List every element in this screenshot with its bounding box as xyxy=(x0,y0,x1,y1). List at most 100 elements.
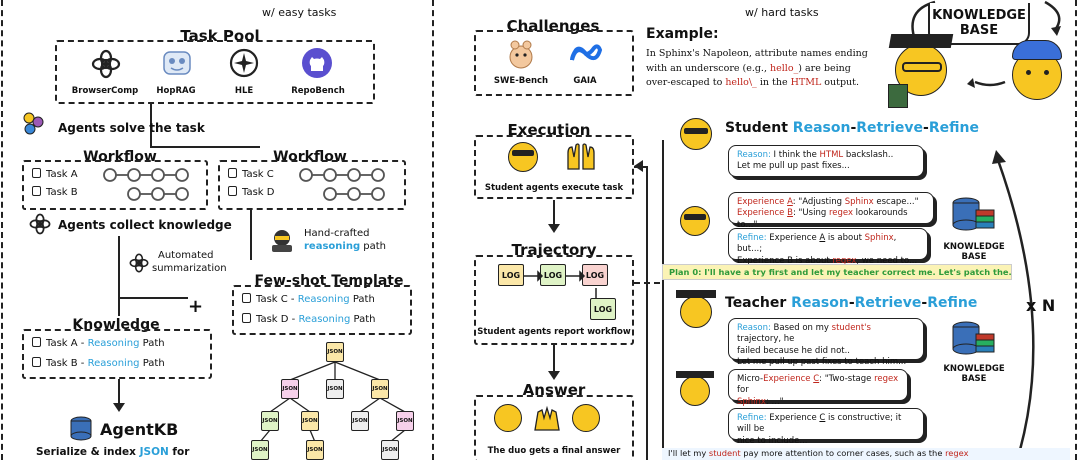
execution-title: Execution xyxy=(507,121,591,139)
eye-icon xyxy=(1044,70,1049,75)
pool-item-repobench: RepoBench xyxy=(291,86,345,96)
execution-box xyxy=(474,135,634,199)
knowledge-row-b: Task B - Reasoning Path xyxy=(32,357,165,369)
kb-bottom-stack-icon xyxy=(950,320,996,360)
teacher-refine-bubble: Refine: Experience C is constructive; it… xyxy=(728,408,924,446)
workflow2-task-c: Task C xyxy=(228,168,274,180)
workflow1-task-a: Task A xyxy=(32,168,78,180)
checklist-icon xyxy=(32,357,41,367)
timeline-line xyxy=(662,140,664,460)
openai-automated-icon xyxy=(128,252,150,274)
json-node: JSON xyxy=(251,440,269,460)
arrow-workflow2-down xyxy=(250,210,252,260)
checklist-icon xyxy=(242,293,251,303)
serialize-label: Serialize & index JSON for xyxy=(36,446,190,458)
teacher-small-icon xyxy=(494,404,522,432)
openai-small-icon xyxy=(28,212,52,236)
hacker-icon xyxy=(268,226,296,254)
json-node: JSON xyxy=(261,411,279,431)
hand-crafted-label: Hand-crafted reasoning path xyxy=(304,228,387,252)
student-agent-avatar xyxy=(680,118,712,150)
arrow-exec-traj xyxy=(553,200,555,226)
right-panel-border xyxy=(1075,0,1077,460)
left-panel-border xyxy=(1,0,3,460)
cool-face-icon xyxy=(508,142,538,172)
kb-mid-stack-icon xyxy=(950,196,996,236)
eye-icon xyxy=(1026,70,1031,75)
challenges-box xyxy=(474,30,634,96)
plus-sign: + xyxy=(188,296,204,317)
json-node: JSON xyxy=(301,411,319,431)
connector-vertical xyxy=(646,166,648,460)
student-agent-avatar xyxy=(680,206,710,236)
workflow2-task-d: Task D xyxy=(228,186,274,198)
high-five-icon xyxy=(532,404,562,432)
arrow-traj-answer xyxy=(553,345,555,373)
student-small-icon xyxy=(572,404,600,432)
connector-dashed xyxy=(634,282,660,284)
challenge-gaia: GAIA xyxy=(573,76,597,86)
arrow-automated-join xyxy=(118,297,188,299)
json-node: JSON xyxy=(326,342,344,362)
swe-bench-icon xyxy=(506,38,536,70)
plan-bar: Plan 0: I'll have a try first and let my… xyxy=(662,264,1012,280)
arrow-to-agentkb xyxy=(118,379,120,407)
cap-icon xyxy=(1012,40,1062,60)
right-subtitle: w/ hard tasks xyxy=(745,6,819,19)
arrow-to-knowledge xyxy=(118,236,120,316)
json-node: JSON xyxy=(381,440,399,460)
agents-collect-label: Agents collect knowledge xyxy=(58,218,232,232)
left-subtitle: w/ easy tasks xyxy=(262,6,337,19)
example-text: In Sphinx's Napoleon, attribute names en… xyxy=(646,48,868,89)
sunglasses-icon xyxy=(512,150,534,156)
github-icon xyxy=(300,46,334,80)
checklist-icon xyxy=(228,168,237,178)
teacher-retrieve-bubble: Micro-Experience C: "Two-stage regex for… xyxy=(728,369,908,407)
student-retrieve-bubble: Experience A: "Adjusting Sphinx escape..… xyxy=(728,192,934,230)
json-node: JSON xyxy=(396,411,414,431)
trajectory-caption: Student agents report workflow xyxy=(477,327,631,337)
student-reason-bubble: Reason: I think the HTML backslash.. Let… xyxy=(728,145,924,177)
log-file-icon: LOG xyxy=(498,264,524,286)
hle-icon xyxy=(228,47,260,79)
answer-box xyxy=(474,395,634,460)
checklist-icon xyxy=(32,186,41,196)
arrow-pool-down xyxy=(150,104,152,148)
times-n-label: x N xyxy=(1026,296,1056,315)
challenge-swe-bench: SWE-Bench xyxy=(493,76,549,86)
hoprag-icon xyxy=(160,46,194,80)
glasses-icon xyxy=(902,62,942,72)
agents-solve-label: Agents solve the task xyxy=(58,121,205,135)
agentkb-label: AgentKB xyxy=(100,420,179,439)
json-node: JSON xyxy=(371,379,389,399)
workflow1-gears xyxy=(103,168,189,201)
answer-title: Answer xyxy=(522,381,586,399)
fewshot-box xyxy=(232,285,412,335)
trajectory-box xyxy=(474,255,634,345)
workflow2-gears xyxy=(299,168,385,201)
checklist-icon xyxy=(32,168,41,178)
loop-arrow xyxy=(992,150,1035,451)
answer-caption: The duo gets a final answer xyxy=(487,446,621,456)
json-node: JSON xyxy=(326,379,344,399)
graduation-cap-icon xyxy=(676,371,714,378)
graduation-cap-icon xyxy=(888,34,954,48)
checklist-icon xyxy=(32,337,41,347)
kb-mid-label: KNOWLEDGE BASE xyxy=(943,242,1005,263)
teacher-heading: Teacher Reason-Retrieve-Refine xyxy=(725,295,978,311)
checklist-icon xyxy=(228,186,237,196)
final-line: I'll let my student pay more attention t… xyxy=(662,448,1070,460)
book-icon xyxy=(888,84,908,108)
pool-item-browsercomp: BrowserComp xyxy=(71,86,139,96)
meta-icon xyxy=(568,40,604,68)
execution-caption: Student agents execute task xyxy=(484,183,624,193)
student-heading: Student Reason-Retrieve-Refine xyxy=(725,120,979,136)
teacher-agent-avatar xyxy=(680,296,712,328)
student-refine-bubble: Refine: Experience A is about Sphinx, bu… xyxy=(728,228,928,266)
json-node: JSON xyxy=(306,440,324,460)
database-icon xyxy=(68,416,94,442)
sunglasses-icon xyxy=(684,128,708,134)
arrowhead-down xyxy=(548,224,560,233)
arrowhead-left xyxy=(634,160,643,172)
center-divider xyxy=(432,0,434,460)
